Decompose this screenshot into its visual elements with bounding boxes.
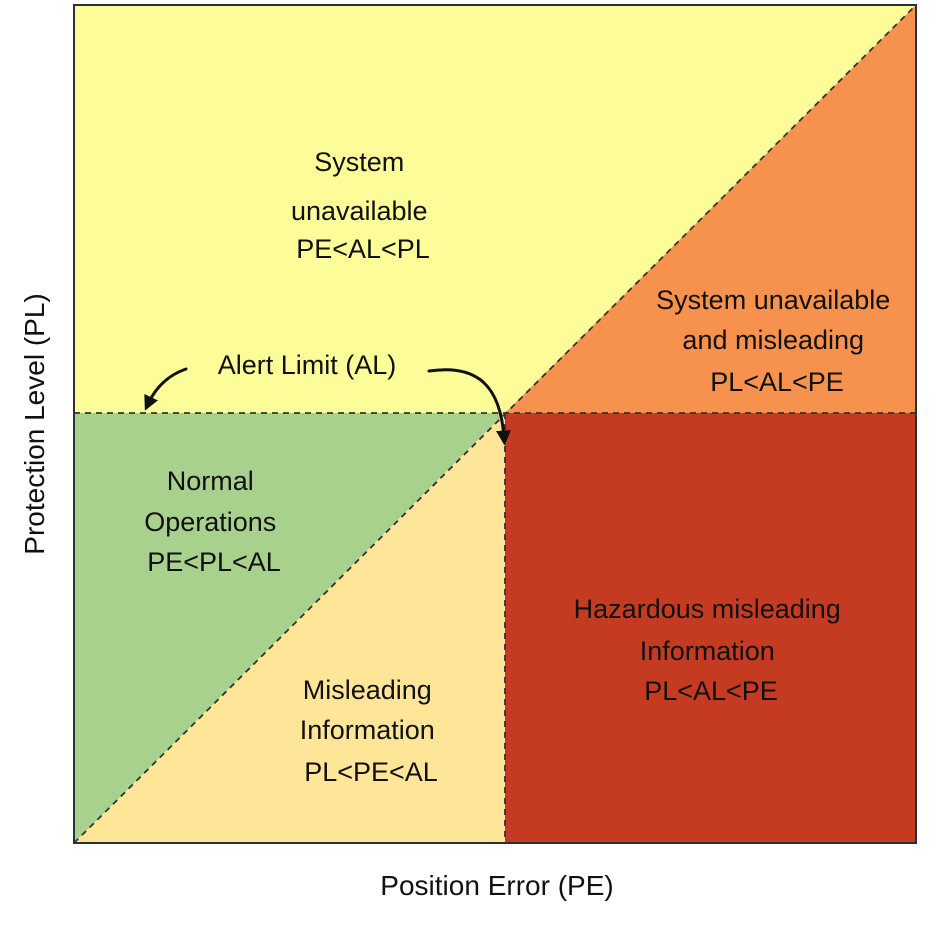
x-axis-label: Position Error (PE) [380,870,613,901]
label-hazardous-misleading-information: Hazardous misleading Information PL<AL<P… [574,594,849,706]
alert-limit-left-arrow [144,367,188,411]
label-system-unavailable-misleading: System unavailable and misleading PL<AL<… [656,285,898,397]
label-system-unavailable: System unavailable PE<AL<PL [291,147,435,264]
y-axis-label: Protection Level (PL) [19,293,50,554]
plot-frame [73,4,917,844]
label-misleading-information: Misleading Information PL<PE<AL [300,675,443,787]
alert-limit-label: Alert Limit (AL) [218,350,397,380]
region-system-unavailable [74,5,916,413]
region-hazardous-misleading-information [505,413,916,843]
alert-limit-right-arrow [427,368,511,446]
label-normal-operations: Normal Operations PE<PL<AL [144,466,284,577]
